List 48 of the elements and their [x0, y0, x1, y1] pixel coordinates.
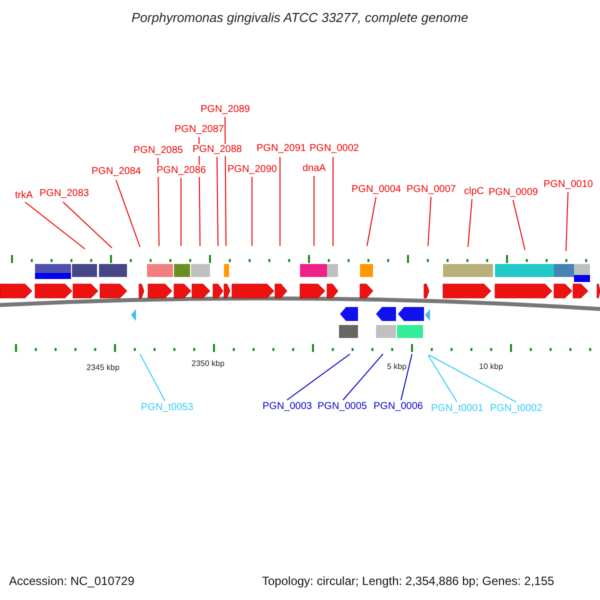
- scale-label: 10 kbp: [479, 362, 504, 372]
- leader-line: [286, 354, 350, 400]
- gene-label: PGN_t0053: [141, 402, 194, 414]
- gene-label: PGN_0007: [406, 184, 456, 196]
- scale-label: 2350 kbp: [192, 359, 224, 369]
- leader-line: [332, 156, 334, 246]
- footer-text: Topology: circular; Length: 2,354,886 bp; Genes: 2,155: [262, 574, 554, 588]
- title: Porphyromonas gingivalis ATCC 33277, complete genome: [132, 10, 468, 26]
- gene-label: PGN_0003: [262, 401, 312, 413]
- leader-line: [428, 354, 516, 402]
- gene-label: PGN_0010: [544, 179, 593, 191]
- leader-line: [512, 200, 526, 250]
- leader-line: [224, 116, 226, 246]
- gene-label: PGN_2089: [200, 104, 250, 116]
- gene-label: PGN_2088: [192, 144, 242, 156]
- leader-line: [216, 156, 218, 246]
- leader-line: [116, 180, 140, 248]
- scale-label: 5 kbp: [387, 362, 407, 372]
- leader-line: [400, 354, 412, 400]
- leader-line: [180, 178, 182, 246]
- gene-label: PGN_0002: [310, 143, 359, 155]
- gene-label: PGN_0009: [488, 187, 538, 199]
- leader-line: [566, 192, 568, 252]
- gene-label: PGN_2085: [134, 145, 183, 157]
- scale-label: 2345 kbp: [86, 363, 120, 373]
- gene-label: trkA: [15, 190, 33, 202]
- leader-line: [140, 354, 166, 402]
- gene-label: PGN_2090: [228, 164, 277, 176]
- gene-label: PGN_t0001: [431, 403, 484, 415]
- gene-label: PGN_0004: [352, 184, 401, 196]
- leader-line: [62, 202, 112, 248]
- leader-line: [428, 354, 458, 402]
- gene-label: PGN_0005: [318, 401, 367, 413]
- leader-line: [366, 196, 376, 246]
- gene-label: PGN_t0002: [490, 403, 542, 415]
- gene-label: PGN_2086: [156, 165, 206, 177]
- gene-label: PGN_2083: [40, 188, 89, 200]
- gene-label: PGN_0006: [374, 401, 423, 413]
- leader-line: [24, 202, 86, 250]
- gene-label: PGN_2087: [174, 124, 224, 136]
- gene-label: PGN_2084: [92, 166, 141, 178]
- leader-line: [428, 196, 432, 246]
- footer-text: Accession: NC_010729: [9, 574, 134, 588]
- gene-label: PGN_2091: [256, 143, 306, 155]
- leader-line: [468, 198, 472, 248]
- leader-line: [158, 158, 160, 246]
- gene-label: clpC: [464, 186, 484, 198]
- leader-line: [342, 354, 384, 400]
